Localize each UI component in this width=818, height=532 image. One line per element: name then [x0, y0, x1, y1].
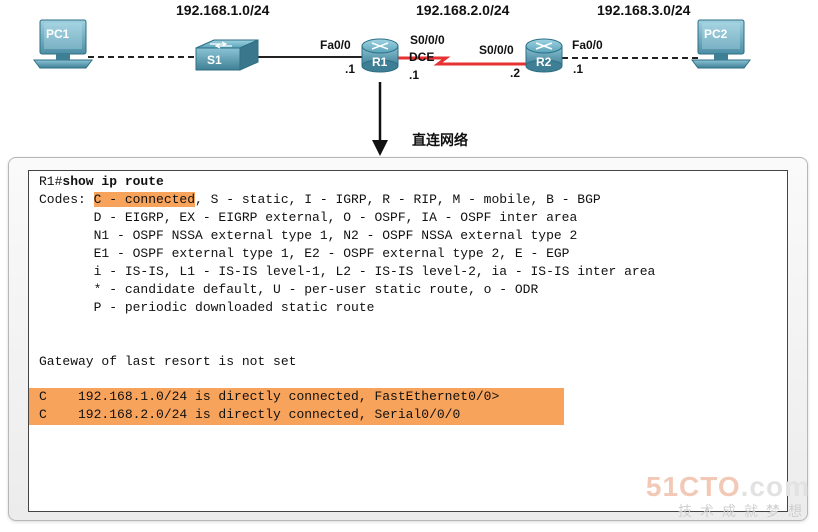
pc1-icon [33, 19, 93, 69]
r2-serial-ip-suffix: .2 [510, 66, 521, 80]
codes-prefix: Codes: [39, 192, 94, 207]
terminal-output: R1#show ip route Codes: C - connected, S… [28, 170, 788, 512]
watermark-brand: 51CTO.com [645, 471, 810, 502]
r1-serial-port-label: S0/0/0 [410, 33, 445, 47]
gateway-line: Gateway of last resort is not set [39, 354, 297, 369]
network-label-1: 192.168.1.0/24 [176, 2, 270, 18]
router-r1-icon [361, 38, 399, 73]
r1-label: R1 [372, 55, 388, 69]
codes-line-6: * - candidate default, U - per-user stat… [39, 282, 539, 297]
r2-label: R2 [536, 55, 552, 69]
router-r2-icon [525, 38, 563, 73]
r1-serial-ip-suffix: .1 [409, 68, 420, 82]
r2-fa-ip-suffix: .1 [573, 62, 584, 76]
r1-fa-ip-suffix: .1 [345, 62, 356, 76]
pc2-label: PC2 [704, 27, 728, 41]
network-label-2: 192.168.2.0/24 [416, 2, 510, 18]
route-entry: C 192.168.1.0/24 is directly connected, … [39, 389, 500, 404]
serial-link-r1-r2 [398, 56, 526, 66]
codes-line-3: N1 - OSPF NSSA external type 1, N2 - OSP… [39, 228, 578, 243]
watermark: 51CTO.com 技术成就梦想 [646, 472, 810, 520]
r2-fa-port-label: Fa0/0 [572, 38, 603, 52]
network-topology-diagram [33, 19, 751, 156]
watermark-slogan: 技术成就梦想 [678, 503, 810, 519]
switch-s1-icon [195, 39, 259, 71]
terminal-prompt: R1# [39, 174, 63, 189]
arrow-down-icon [372, 82, 388, 156]
pc1-label: PC1 [46, 27, 70, 41]
codes-line-2: D - EIGRP, EX - EIGRP external, O - OSPF… [39, 210, 578, 225]
command-line: R1#show ip route [39, 173, 164, 191]
codes-connected-highlight: C - connected [93, 192, 196, 207]
s1-label: S1 [207, 53, 222, 67]
pc2-icon [691, 19, 751, 69]
terminal-frame: R1#show ip route Codes: C - connected, S… [8, 157, 808, 521]
route-row-highlight [29, 388, 564, 407]
codes-line-4: E1 - OSPF external type 1, E2 - OSPF ext… [39, 246, 570, 261]
r1-dce-label: DCE [409, 50, 435, 64]
codes-line: Codes: C - connected, S - static, I - IG… [39, 191, 601, 209]
network-label-3: 192.168.3.0/24 [597, 2, 691, 18]
codes-line-5: i - IS-IS, L1 - IS-IS level-1, L2 - IS-I… [39, 264, 656, 279]
directly-connected-caption: 直连网络 [412, 132, 468, 148]
route-row-highlight [29, 406, 564, 425]
codes-line-7: P - periodic downloaded static route [39, 300, 375, 315]
route-entry: C 192.168.2.0/24 is directly connected, … [39, 407, 461, 422]
terminal-command: show ip route [62, 174, 164, 189]
r2-serial-port-label: S0/0/0 [479, 43, 514, 57]
r1-fa-port-label: Fa0/0 [320, 38, 351, 52]
codes-rest: , S - static, I - IGRP, R - RIP, M - mob… [195, 192, 601, 207]
